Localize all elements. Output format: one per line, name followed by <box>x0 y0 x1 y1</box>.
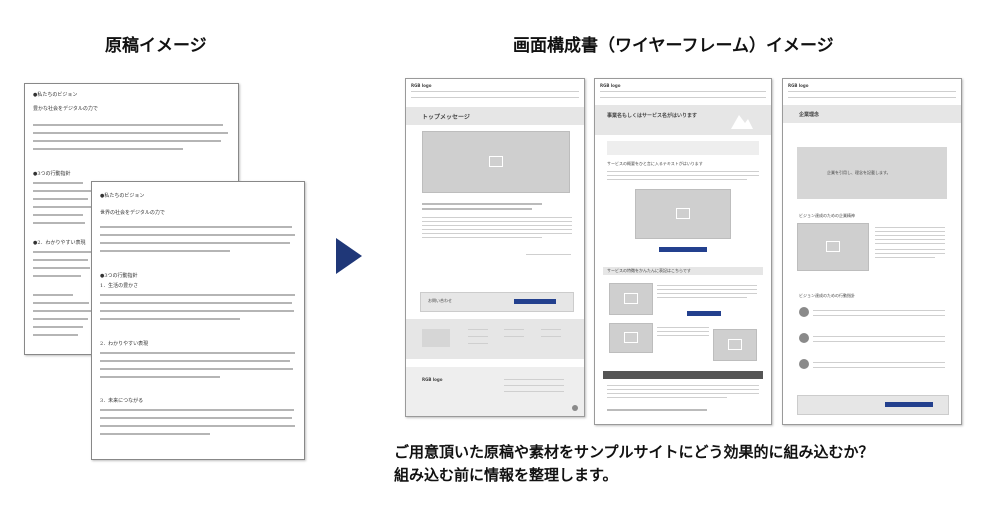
manuscript-heading: ●2．わかりやすい表現 <box>33 240 86 246</box>
caption-line-1: ご用意頂いた原稿や素材をサンプルサイトにどう効果的に組み込むか？ <box>394 443 874 461</box>
wireframe-heading: トップメッセージ <box>422 114 470 121</box>
left-title: 原稿イメージ <box>105 36 207 56</box>
manuscript-item: 3．未来につながる <box>100 398 144 404</box>
detail-button[interactable] <box>687 311 721 316</box>
manuscript-subheading: 豊かな社会をデジタルの力で <box>33 106 98 112</box>
wireframe-page-philosophy: RGB logo 企業理念 企業を引用し、理念を記載します。 ビジョン達成のため… <box>782 78 962 425</box>
image-placeholder-icon <box>609 323 653 353</box>
wireframe-section-title: サービスの特徴をかんたんに表記はこちらです <box>607 268 691 273</box>
manuscript-item: 2．わかりやすい表現 <box>100 341 149 347</box>
contact-button[interactable] <box>885 402 933 407</box>
manuscript-subheading: 世界の社会をデジタルの力で <box>100 210 165 216</box>
wireframe-logo: RGB logo <box>788 83 809 88</box>
image-placeholder-icon <box>797 223 869 271</box>
wireframe-section-title: ビジョン達成のための行動指針 <box>799 293 855 298</box>
manuscript-heading: ●3つの行動指針 <box>33 171 71 177</box>
image-placeholder-icon <box>713 329 757 361</box>
manuscript-heading: ●3つの行動指針 <box>100 273 138 279</box>
image-placeholder-icon <box>422 131 570 193</box>
manuscript-page-front: ●私たちのビジョン 世界の社会をデジタルの力で ●3つの行動指針 1．生活の豊か… <box>91 181 305 460</box>
image-placeholder-icon <box>635 189 731 239</box>
wireframe-logo: RGB logo <box>600 83 621 88</box>
wireframe-banner-text: 企業を引用し、理念を記載します。 <box>827 170 891 175</box>
cta-button[interactable] <box>514 299 556 304</box>
wireframe-page-top-message: RGB logo トップメッセージ お問い合わせ RGB logo <box>405 78 585 417</box>
cta-label: お問い合わせ <box>428 298 452 303</box>
mountain-icon <box>731 115 753 129</box>
caption-line-2: 組み込む前に情報を整理します。 <box>394 466 618 484</box>
arrow-right-icon <box>336 238 362 274</box>
wireframe-heading: 企業理念 <box>799 112 820 118</box>
image-placeholder-icon <box>609 283 653 315</box>
manuscript-item: 1．生活の豊かさ <box>100 283 139 289</box>
wireframe-section-title: サービスの概要をひと言に入るテキストがはいります <box>607 161 703 166</box>
wireframe-section-title: ビジョン達成のための企業精神 <box>799 213 855 218</box>
more-button[interactable] <box>659 247 707 252</box>
wireframe-hero-title: 事業名もしくはサービス名がはいります <box>607 113 698 119</box>
manuscript-heading: ●私たちのビジョン <box>100 193 145 199</box>
manuscript-heading: ●私たちのビジョン <box>33 92 78 98</box>
wireframe-page-service: RGB logo 事業名もしくはサービス名がはいります サービスの概要をひと言に… <box>594 78 772 425</box>
right-title: 画面構成書（ワイヤーフレーム）イメージ <box>513 36 834 56</box>
wireframe-logo: RGB logo <box>411 83 432 88</box>
